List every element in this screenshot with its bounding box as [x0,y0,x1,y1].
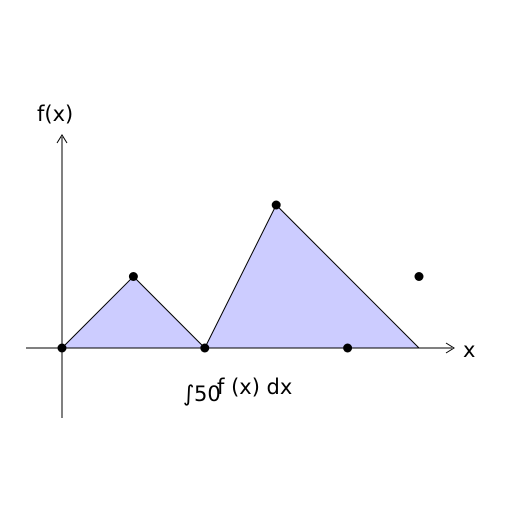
data-point [343,343,353,353]
data-point [414,272,424,281]
x-axis-arrowhead [445,342,455,354]
area-under-curve [62,205,419,348]
y-axis-label: f(x) [37,102,73,126]
data-point [200,343,210,353]
y-axis-arrowhead [56,134,68,144]
integral-sign: ∫ [183,382,194,407]
data-points [57,200,424,353]
integral-bounds: 50 [194,382,221,406]
data-point [271,200,281,210]
data-point [57,343,67,353]
integral-integrand: f (x) dx [217,375,292,399]
data-point [128,272,138,281]
x-axis-label: x [463,338,475,362]
